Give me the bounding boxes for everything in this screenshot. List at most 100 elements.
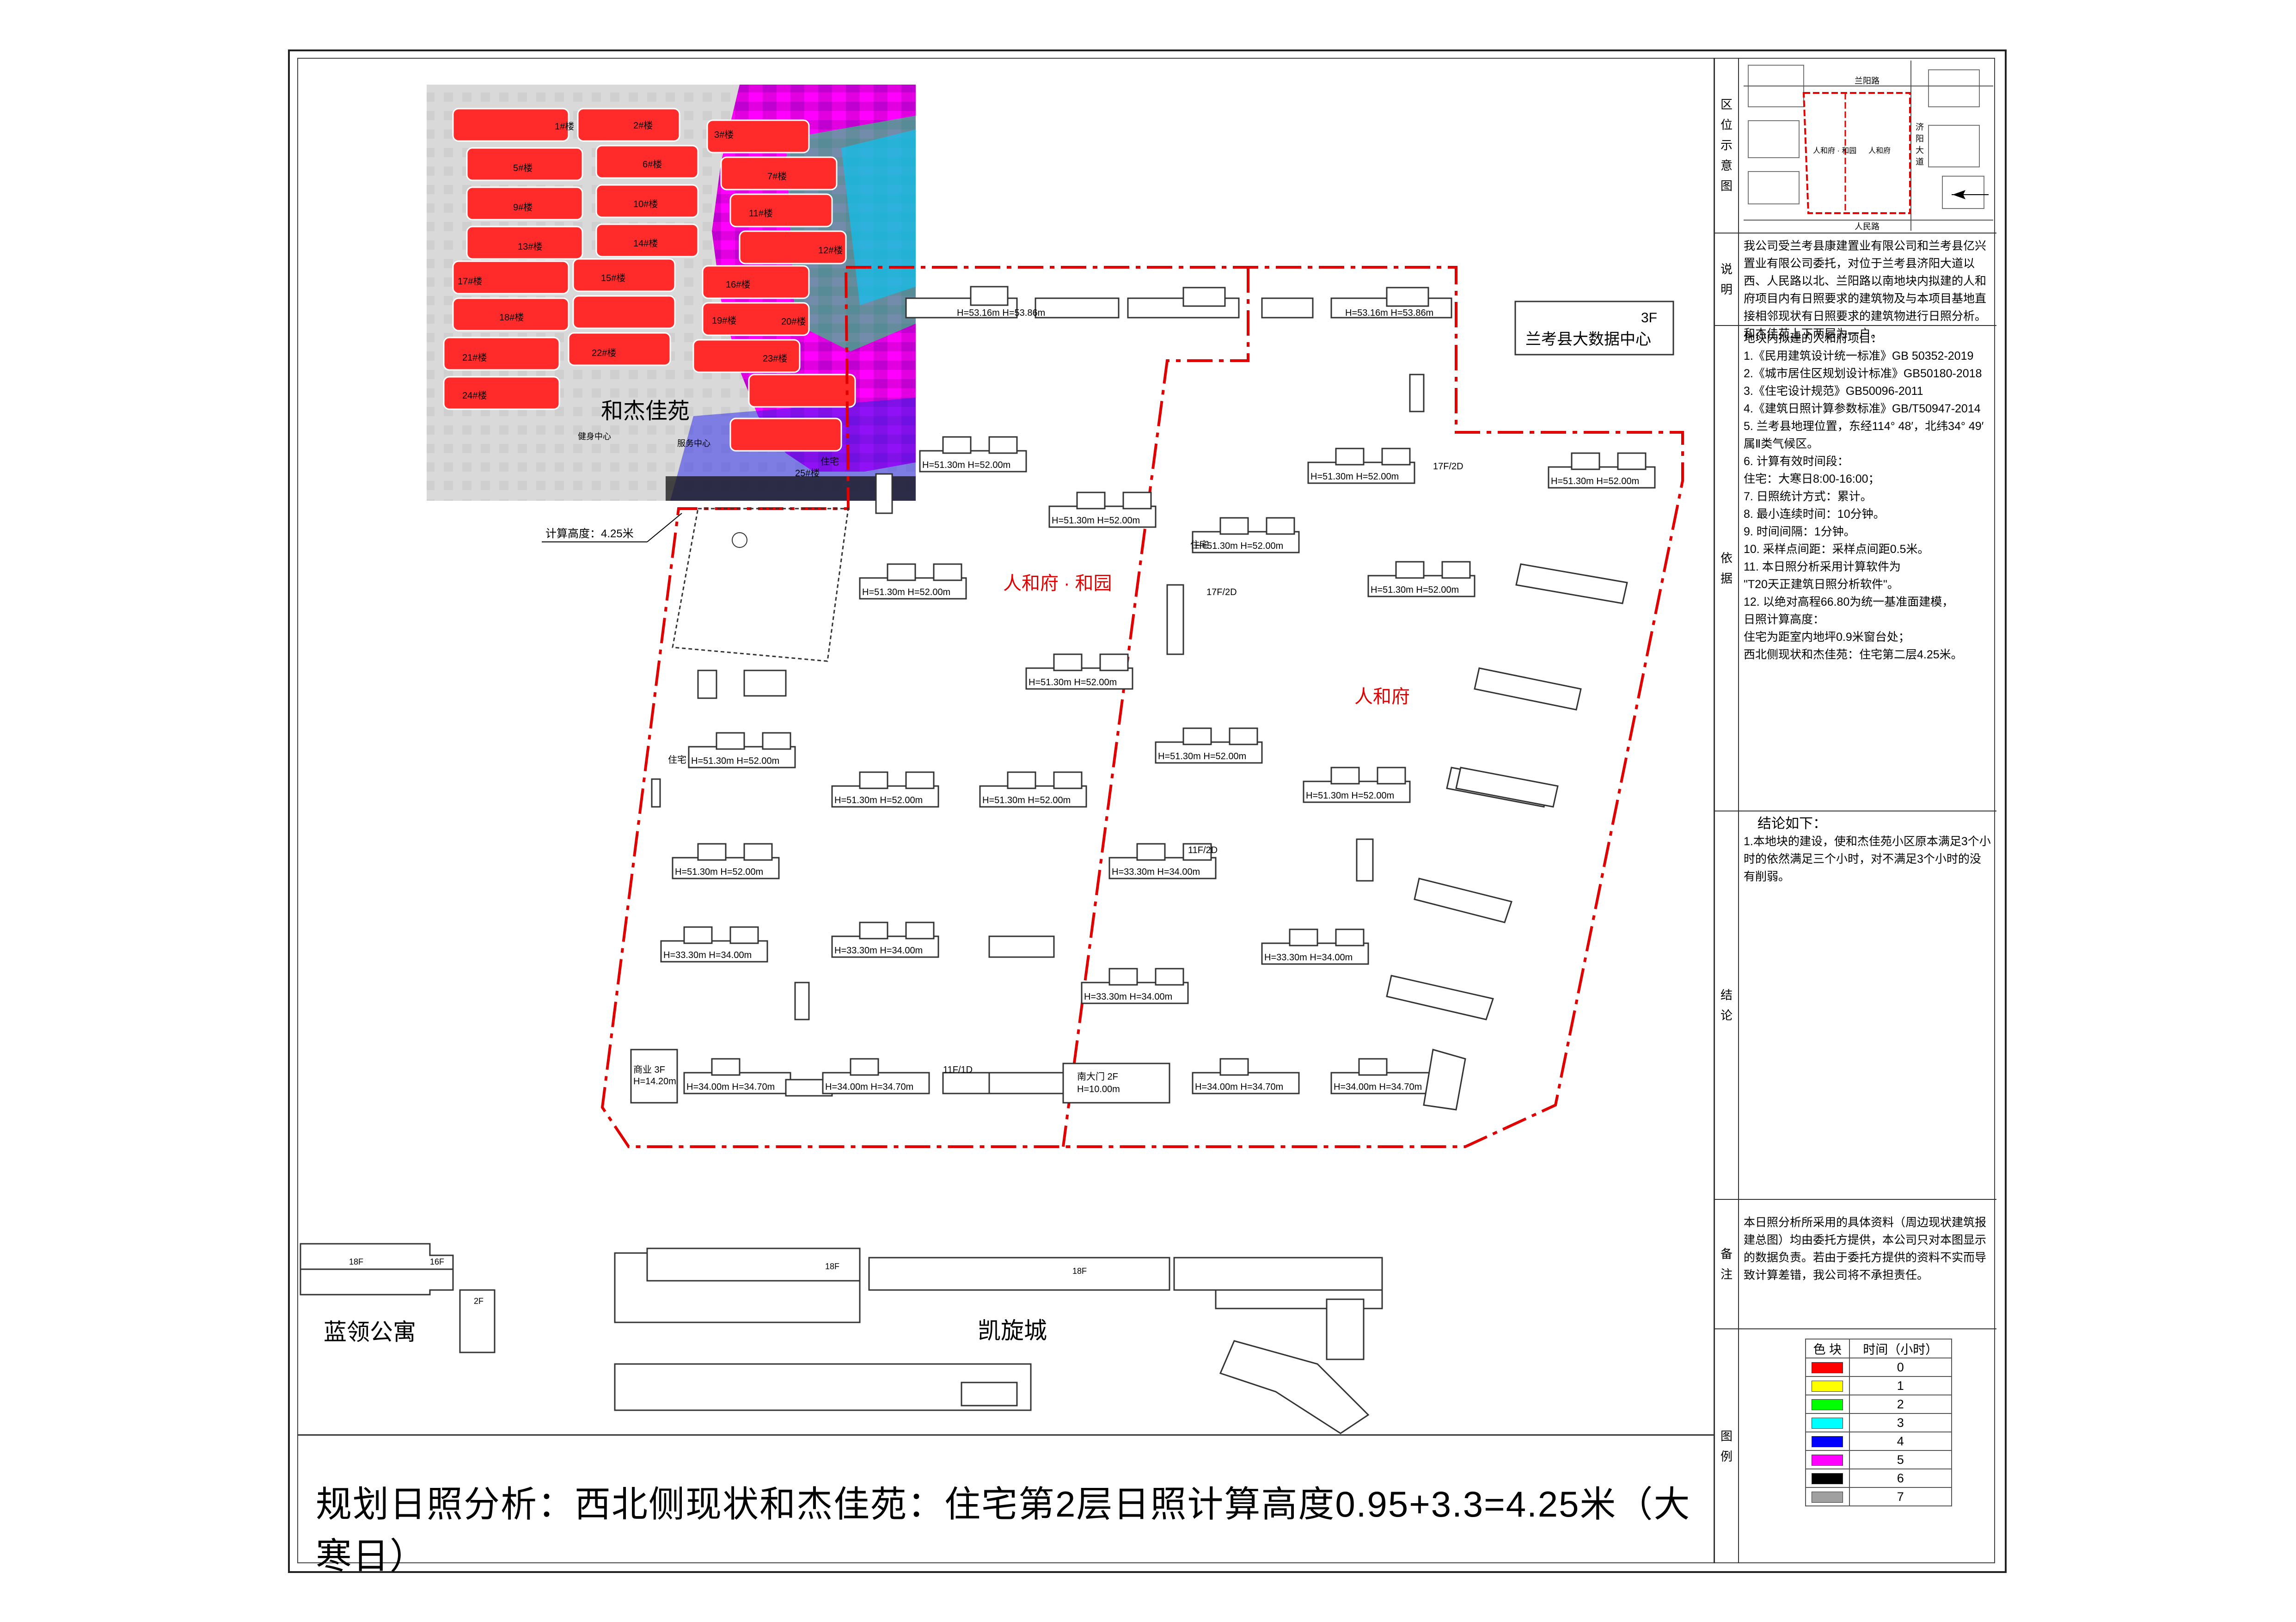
svg-text:H=33.30m H=34.00m: H=33.30m H=34.00m bbox=[1264, 952, 1353, 963]
site-label-west: 人和府 · 和园 bbox=[1003, 573, 1112, 594]
location-map-label: 区位示意图 bbox=[1715, 58, 1739, 233]
hejie-building-23: 23#楼 bbox=[763, 353, 787, 364]
hejie-building-12: 12#楼 bbox=[818, 245, 843, 256]
legend-swatch bbox=[1812, 1381, 1843, 1392]
hejie-building-15: 15#楼 bbox=[601, 273, 625, 283]
svg-text:住宅: 住宅 bbox=[820, 456, 839, 467]
location-plot-west: 人和府 · 和园 bbox=[1813, 147, 1856, 155]
legend-row: 图例 bbox=[1715, 1329, 1996, 1563]
hejie-building-14: 14#楼 bbox=[633, 238, 658, 249]
svg-text:H=51.30m H=52.00m: H=51.30m H=52.00m bbox=[675, 867, 763, 877]
svg-text:H=33.30m H=34.00m: H=33.30m H=34.00m bbox=[1084, 992, 1172, 1002]
svg-text:H=51.30m H=52.00m: H=51.30m H=52.00m bbox=[1306, 791, 1394, 801]
info-sidebar: 区位示意图 兰阳路 人民路 济 阳 大 道 人和府 · 和园 人和府 bbox=[1714, 58, 1996, 1563]
svg-text:18F: 18F bbox=[825, 1262, 839, 1271]
drawing-title: 规划日照分析：西北侧现状和杰佳苑：住宅第2层日照计算高度0.95+3.3=4.2… bbox=[316, 1484, 1691, 1576]
hejie-building-9: 9#楼 bbox=[513, 202, 533, 213]
svg-text:H=53.16m H=53.86m: H=53.16m H=53.86m bbox=[957, 308, 1045, 318]
location-map: 兰阳路 人民路 济 阳 大 道 人和府 · 和园 人和府 bbox=[1744, 61, 1993, 231]
conclusion-row: 结论 结论如下： 1.本地块的建设，使和杰佳苑小区原本满足3个小时的依然满足三个… bbox=[1715, 811, 1996, 1200]
svg-text:11F/1D: 11F/1D bbox=[943, 1065, 973, 1075]
remarks-label: 备注 bbox=[1715, 1200, 1739, 1328]
explanation-row: 说明 我公司受兰考县康建置业有限公司和兰考县亿兴置业有限公司委托，对位于兰考县济… bbox=[1715, 233, 1996, 340]
hejie-building-17: 17#楼 bbox=[458, 276, 482, 287]
explanation-label: 说明 bbox=[1715, 233, 1739, 325]
svg-text:H=51.30m H=52.00m: H=51.30m H=52.00m bbox=[1551, 476, 1639, 486]
svg-text:H=34.00m H=34.70m: H=34.00m H=34.70m bbox=[686, 1082, 775, 1092]
legend-swatch bbox=[1812, 1362, 1843, 1374]
kaixuan-label: 凯旋城 bbox=[978, 1318, 1047, 1344]
title-bar: 规划日照分析：西北侧现状和杰佳苑：住宅第2层日照计算高度0.95+3.3=4.2… bbox=[297, 1434, 1714, 1576]
explanation-text: 我公司受兰考县康建置业有限公司和兰考县亿兴置业有限公司委托，对位于兰考县济阳大道… bbox=[1744, 240, 1987, 340]
svg-text:H=51.30m H=52.00m: H=51.30m H=52.00m bbox=[982, 795, 1071, 805]
legend-row-2: 2 bbox=[1805, 1395, 1953, 1414]
hejie-service-center: 服务中心 bbox=[677, 439, 710, 448]
hejie-building-25: 25#楼 bbox=[795, 468, 820, 479]
legend-col-color: 色 块 bbox=[1805, 1339, 1850, 1358]
surrounding-floor-tags: 18F 16F 2F 18F 18F bbox=[349, 1257, 1087, 1306]
site-label-east: 人和府 bbox=[1354, 687, 1410, 707]
hejie-building-11: 11#楼 bbox=[749, 208, 773, 219]
location-road-north: 兰阳路 bbox=[1855, 76, 1880, 86]
svg-text:H=51.30m H=52.00m: H=51.30m H=52.00m bbox=[922, 460, 1010, 470]
svg-text:H=34.00m H=34.70m: H=34.00m H=34.70m bbox=[825, 1082, 913, 1092]
legend-swatch bbox=[1812, 1473, 1843, 1485]
svg-text:H=33.30m H=34.00m: H=33.30m H=34.00m bbox=[663, 950, 752, 960]
basis-row: 依据 地块内拟建的人和府项目： 1.《民用建筑设计统一标准》GB 50352-2… bbox=[1715, 326, 1996, 811]
svg-text:18F: 18F bbox=[349, 1257, 363, 1266]
hejie-building-19: 19#楼 bbox=[712, 315, 736, 326]
svg-text:H=10.00m: H=10.00m bbox=[1077, 1084, 1120, 1094]
lanling-label: 蓝领公寓 bbox=[324, 1319, 416, 1345]
legend-swatch bbox=[1812, 1455, 1843, 1466]
basis-label: 依据 bbox=[1715, 326, 1739, 811]
svg-text:济: 济 bbox=[1916, 123, 1924, 132]
legend-row-3: 3 bbox=[1805, 1413, 1953, 1432]
svg-text:17F/2D: 17F/2D bbox=[1206, 587, 1237, 597]
hejie-building-1: 1#楼 bbox=[555, 121, 574, 132]
basis-list: 地块内拟建的人和府项目： 1.《民用建筑设计统一标准》GB 50352-2019… bbox=[1744, 332, 1984, 661]
hejie-building-16: 16#楼 bbox=[726, 279, 750, 290]
svg-text:兰考县大数据中心: 兰考县大数据中心 bbox=[1525, 331, 1651, 348]
svg-text:16F: 16F bbox=[430, 1257, 444, 1266]
hejie-building-21: 21#楼 bbox=[462, 352, 487, 363]
hejie-building-13: 13#楼 bbox=[518, 241, 542, 252]
hejie-building-3: 3#楼 bbox=[714, 129, 734, 140]
conclusion-text: 1.本地块的建设，使和杰佳苑小区原本满足3个小时的依然满足三个小时，对不满足3个… bbox=[1744, 835, 1991, 883]
svg-text:住宅: 住宅 bbox=[668, 755, 686, 765]
legend-col-hours: 时间（小时） bbox=[1849, 1339, 1953, 1358]
location-road-south: 人民路 bbox=[1855, 222, 1880, 231]
legend-swatch bbox=[1812, 1418, 1843, 1429]
svg-text:H=51.30m H=52.00m: H=51.30m H=52.00m bbox=[691, 756, 779, 766]
location-map-row: 区位示意图 兰阳路 人民路 济 阳 大 道 人和府 · 和园 人和府 bbox=[1715, 58, 1996, 233]
legend-row-6: 6 bbox=[1805, 1468, 1953, 1488]
hejie-building-24: 24#楼 bbox=[462, 390, 487, 401]
svg-text:11F/2D: 11F/2D bbox=[1188, 845, 1218, 855]
svg-text:H=33.30m H=34.00m: H=33.30m H=34.00m bbox=[834, 946, 923, 956]
surrounding-buildings bbox=[300, 1243, 1383, 1434]
building-height-labels: H=53.16m H=53.86m H=53.16m H=53.86m H=51… bbox=[633, 308, 1639, 1094]
calc-height-annotation: 计算高度：4.25米 bbox=[542, 513, 682, 542]
svg-text:H=51.30m H=52.00m: H=51.30m H=52.00m bbox=[1052, 516, 1140, 526]
svg-text:住宅: 住宅 bbox=[1190, 540, 1209, 550]
hejie-building-7: 7#楼 bbox=[767, 171, 787, 182]
north-arrow-icon bbox=[1952, 190, 1989, 199]
hejie-building-20: 20#楼 bbox=[781, 316, 806, 327]
hejie-building-6: 6#楼 bbox=[643, 159, 662, 170]
svg-text:H=51.30m H=52.00m: H=51.30m H=52.00m bbox=[1195, 541, 1283, 551]
data-center: 3F 兰考县大数据中心 bbox=[1514, 301, 1674, 356]
svg-text:商业 3F: 商业 3F bbox=[633, 1064, 665, 1075]
svg-text:H=51.30m H=52.00m: H=51.30m H=52.00m bbox=[1158, 751, 1246, 762]
svg-text:南大门 2F: 南大门 2F bbox=[1077, 1071, 1118, 1082]
svg-text:H=34.00m H=34.70m: H=34.00m H=34.70m bbox=[1195, 1082, 1283, 1092]
svg-text:H=33.30m H=34.00m: H=33.30m H=34.00m bbox=[1112, 867, 1200, 877]
svg-text:大: 大 bbox=[1916, 146, 1924, 155]
svg-text:计算高度：4.25米: 计算高度：4.25米 bbox=[545, 528, 634, 540]
hejie-label: 和杰佳苑 bbox=[601, 399, 690, 424]
drawing-frame-outer bbox=[288, 49, 2007, 1573]
svg-text:3F: 3F bbox=[1641, 310, 1657, 326]
svg-text:2F: 2F bbox=[474, 1296, 484, 1306]
legend-row-7: 7 bbox=[1805, 1487, 1953, 1506]
svg-text:H=51.30m H=52.00m: H=51.30m H=52.00m bbox=[862, 587, 950, 597]
remarks-text: 本日照分析所采用的具体资料（周边现状建筑报建总图）均由委托方提供，本公司只对本图… bbox=[1744, 1216, 1987, 1282]
